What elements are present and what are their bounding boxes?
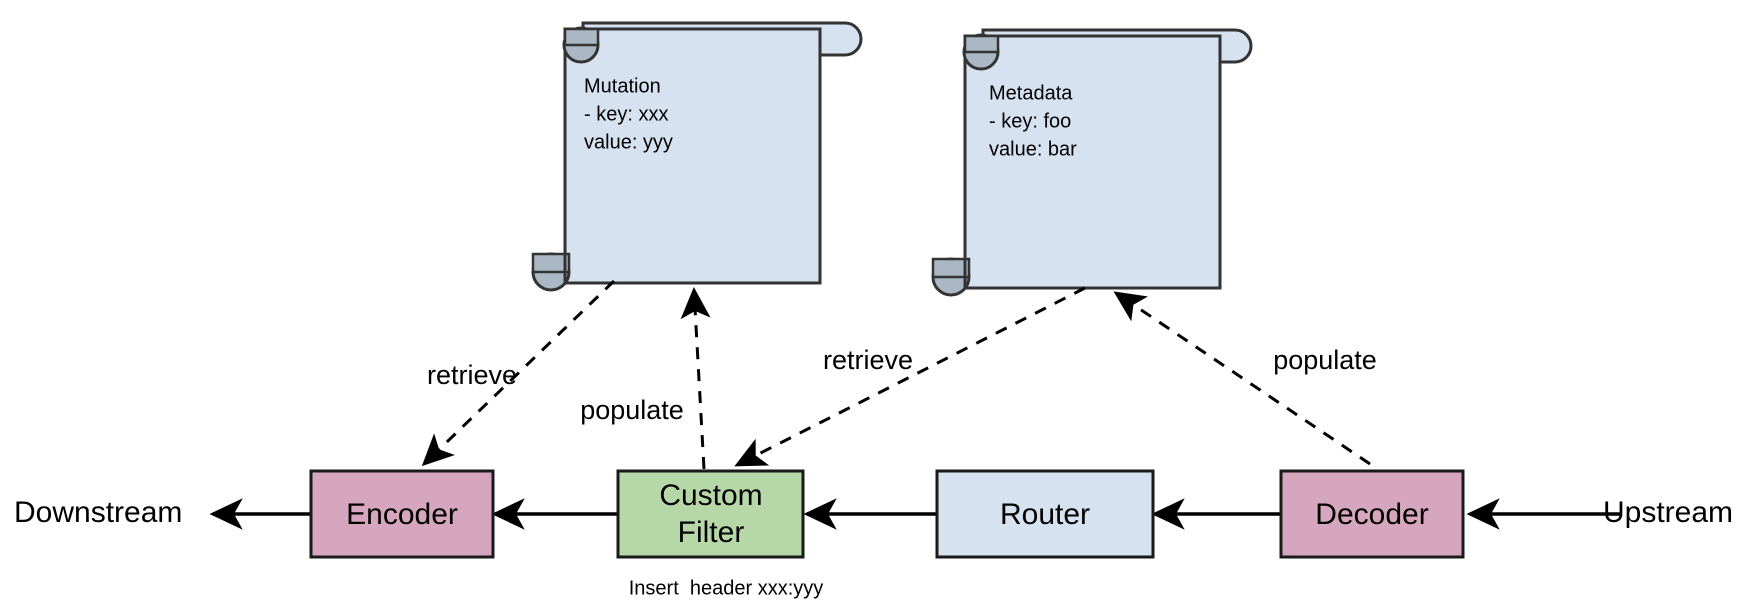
metadata-note-line-3: value: bar [989,138,1077,160]
mutation-note-body [563,27,822,285]
edge-populate-decoder-to-metadata [1113,291,1371,466]
metadata-note-curl-wedge-top [963,34,1000,54]
mutation-note-line-2: - key: xxx [584,103,668,125]
caption-insert-header: Insert header xxx:yyy [629,577,824,599]
node-decoder-box[interactable] [1279,469,1465,559]
edge-populate-filter-to-mutation [680,287,711,470]
node-encoder-label: Encoder [346,498,458,531]
node-router[interactable]: Router [935,469,1155,559]
node-custom-filter-label-line2: Filter [678,516,745,549]
node-custom-filter-label-line1: Custom [659,479,762,512]
mutation-note-line-3: value: yyy [584,131,673,153]
metadata-note-line-1: Metadata [989,82,1073,104]
node-encoder[interactable]: Encoder [309,469,495,559]
edge-label-populate-left: populate [580,395,684,425]
mutation-note-curl-wedge-top [563,27,600,47]
endpoint-label-downstream: Downstream [14,496,182,529]
node-custom-filter-box[interactable] [616,469,805,559]
node-decoder-label: Decoder [1315,498,1428,531]
edge-retrieve-metadata-to-filter [734,286,1086,467]
edge-label-retrieve-right: retrieve [823,345,913,375]
endpoint-label-upstream: Upstream [1603,496,1733,529]
node-encoder-box[interactable] [309,469,495,559]
node-decoder[interactable]: Decoder [1279,469,1465,559]
mutation-note: Mutation - key: xxx value: yyy [531,21,863,292]
node-custom-filter[interactable]: Custom Filter [616,469,805,559]
edge-label-retrieve-left: retrieve [427,360,517,390]
metadata-note: Metadata - key: foo value: bar [931,28,1253,297]
metadata-note-body [963,34,1222,290]
edge-label-populate-right: populate [1273,345,1377,375]
node-router-label: Router [1000,498,1090,531]
metadata-note-line-2: - key: foo [989,110,1071,132]
mutation-note-line-1: Mutation [584,75,661,97]
node-router-box[interactable] [935,469,1155,559]
